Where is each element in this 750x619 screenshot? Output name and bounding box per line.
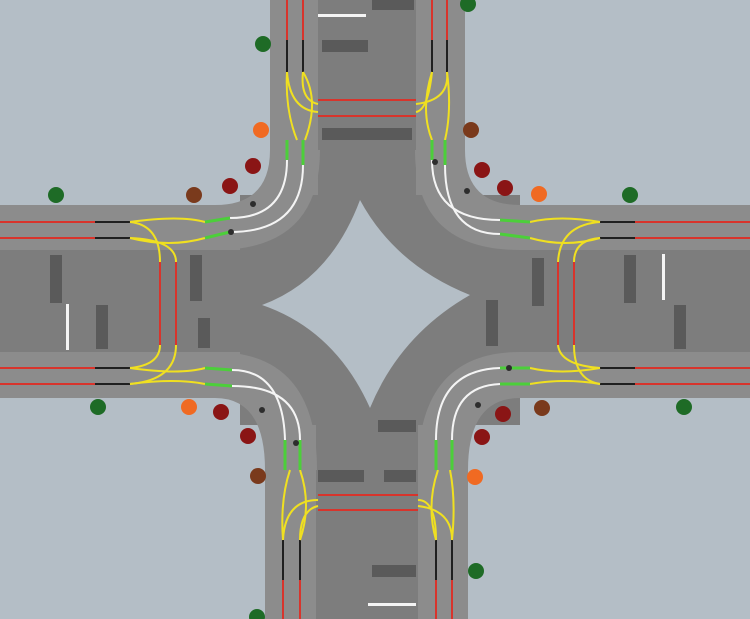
signal-green-icon [622, 187, 638, 203]
pedestrian-icon [250, 201, 256, 207]
signal-green-icon [90, 399, 106, 415]
signal-brown-icon [534, 400, 550, 416]
signal-green-icon [468, 563, 484, 579]
signal-red-icon [213, 404, 229, 420]
signal-green-icon [48, 187, 64, 203]
signal-green-icon [255, 36, 271, 52]
signal-red-icon [474, 429, 490, 445]
signal-brown-icon [463, 122, 479, 138]
signal-red-icon [222, 178, 238, 194]
signal-red-icon [495, 406, 511, 422]
traffic-signals [48, 0, 692, 619]
center-island [262, 200, 470, 408]
corner-sw [215, 352, 317, 470]
signal-orange-icon [253, 122, 269, 138]
signal-orange-icon [531, 186, 547, 202]
pedestrian-icon [475, 402, 481, 408]
west-median [0, 250, 260, 352]
pedestrian-icon [228, 229, 234, 235]
signal-red-icon [497, 180, 513, 196]
signal-brown-icon [250, 468, 266, 484]
signal-orange-icon [181, 399, 197, 415]
pedestrian-icon [293, 440, 299, 446]
pedestrian-icon [432, 159, 438, 165]
signal-red-icon [240, 428, 256, 444]
signal-green-icon [249, 609, 265, 619]
corner-ne [415, 150, 520, 250]
pedestrian-icon [464, 188, 470, 194]
corner-nw [215, 150, 320, 250]
white-markings [66, 14, 665, 606]
signal-brown-icon [186, 187, 202, 203]
signal-green-icon [460, 0, 476, 12]
stop-bars [50, 0, 686, 577]
pedestrians [228, 159, 512, 446]
signal-green-icon [676, 399, 692, 415]
south-median [316, 420, 418, 619]
pedestrian-icon [259, 407, 265, 413]
signal-red-icon [245, 158, 261, 174]
signal-orange-icon [467, 469, 483, 485]
corner-se [418, 352, 520, 470]
pedestrian-icon [506, 365, 512, 371]
signal-red-icon [474, 162, 490, 178]
